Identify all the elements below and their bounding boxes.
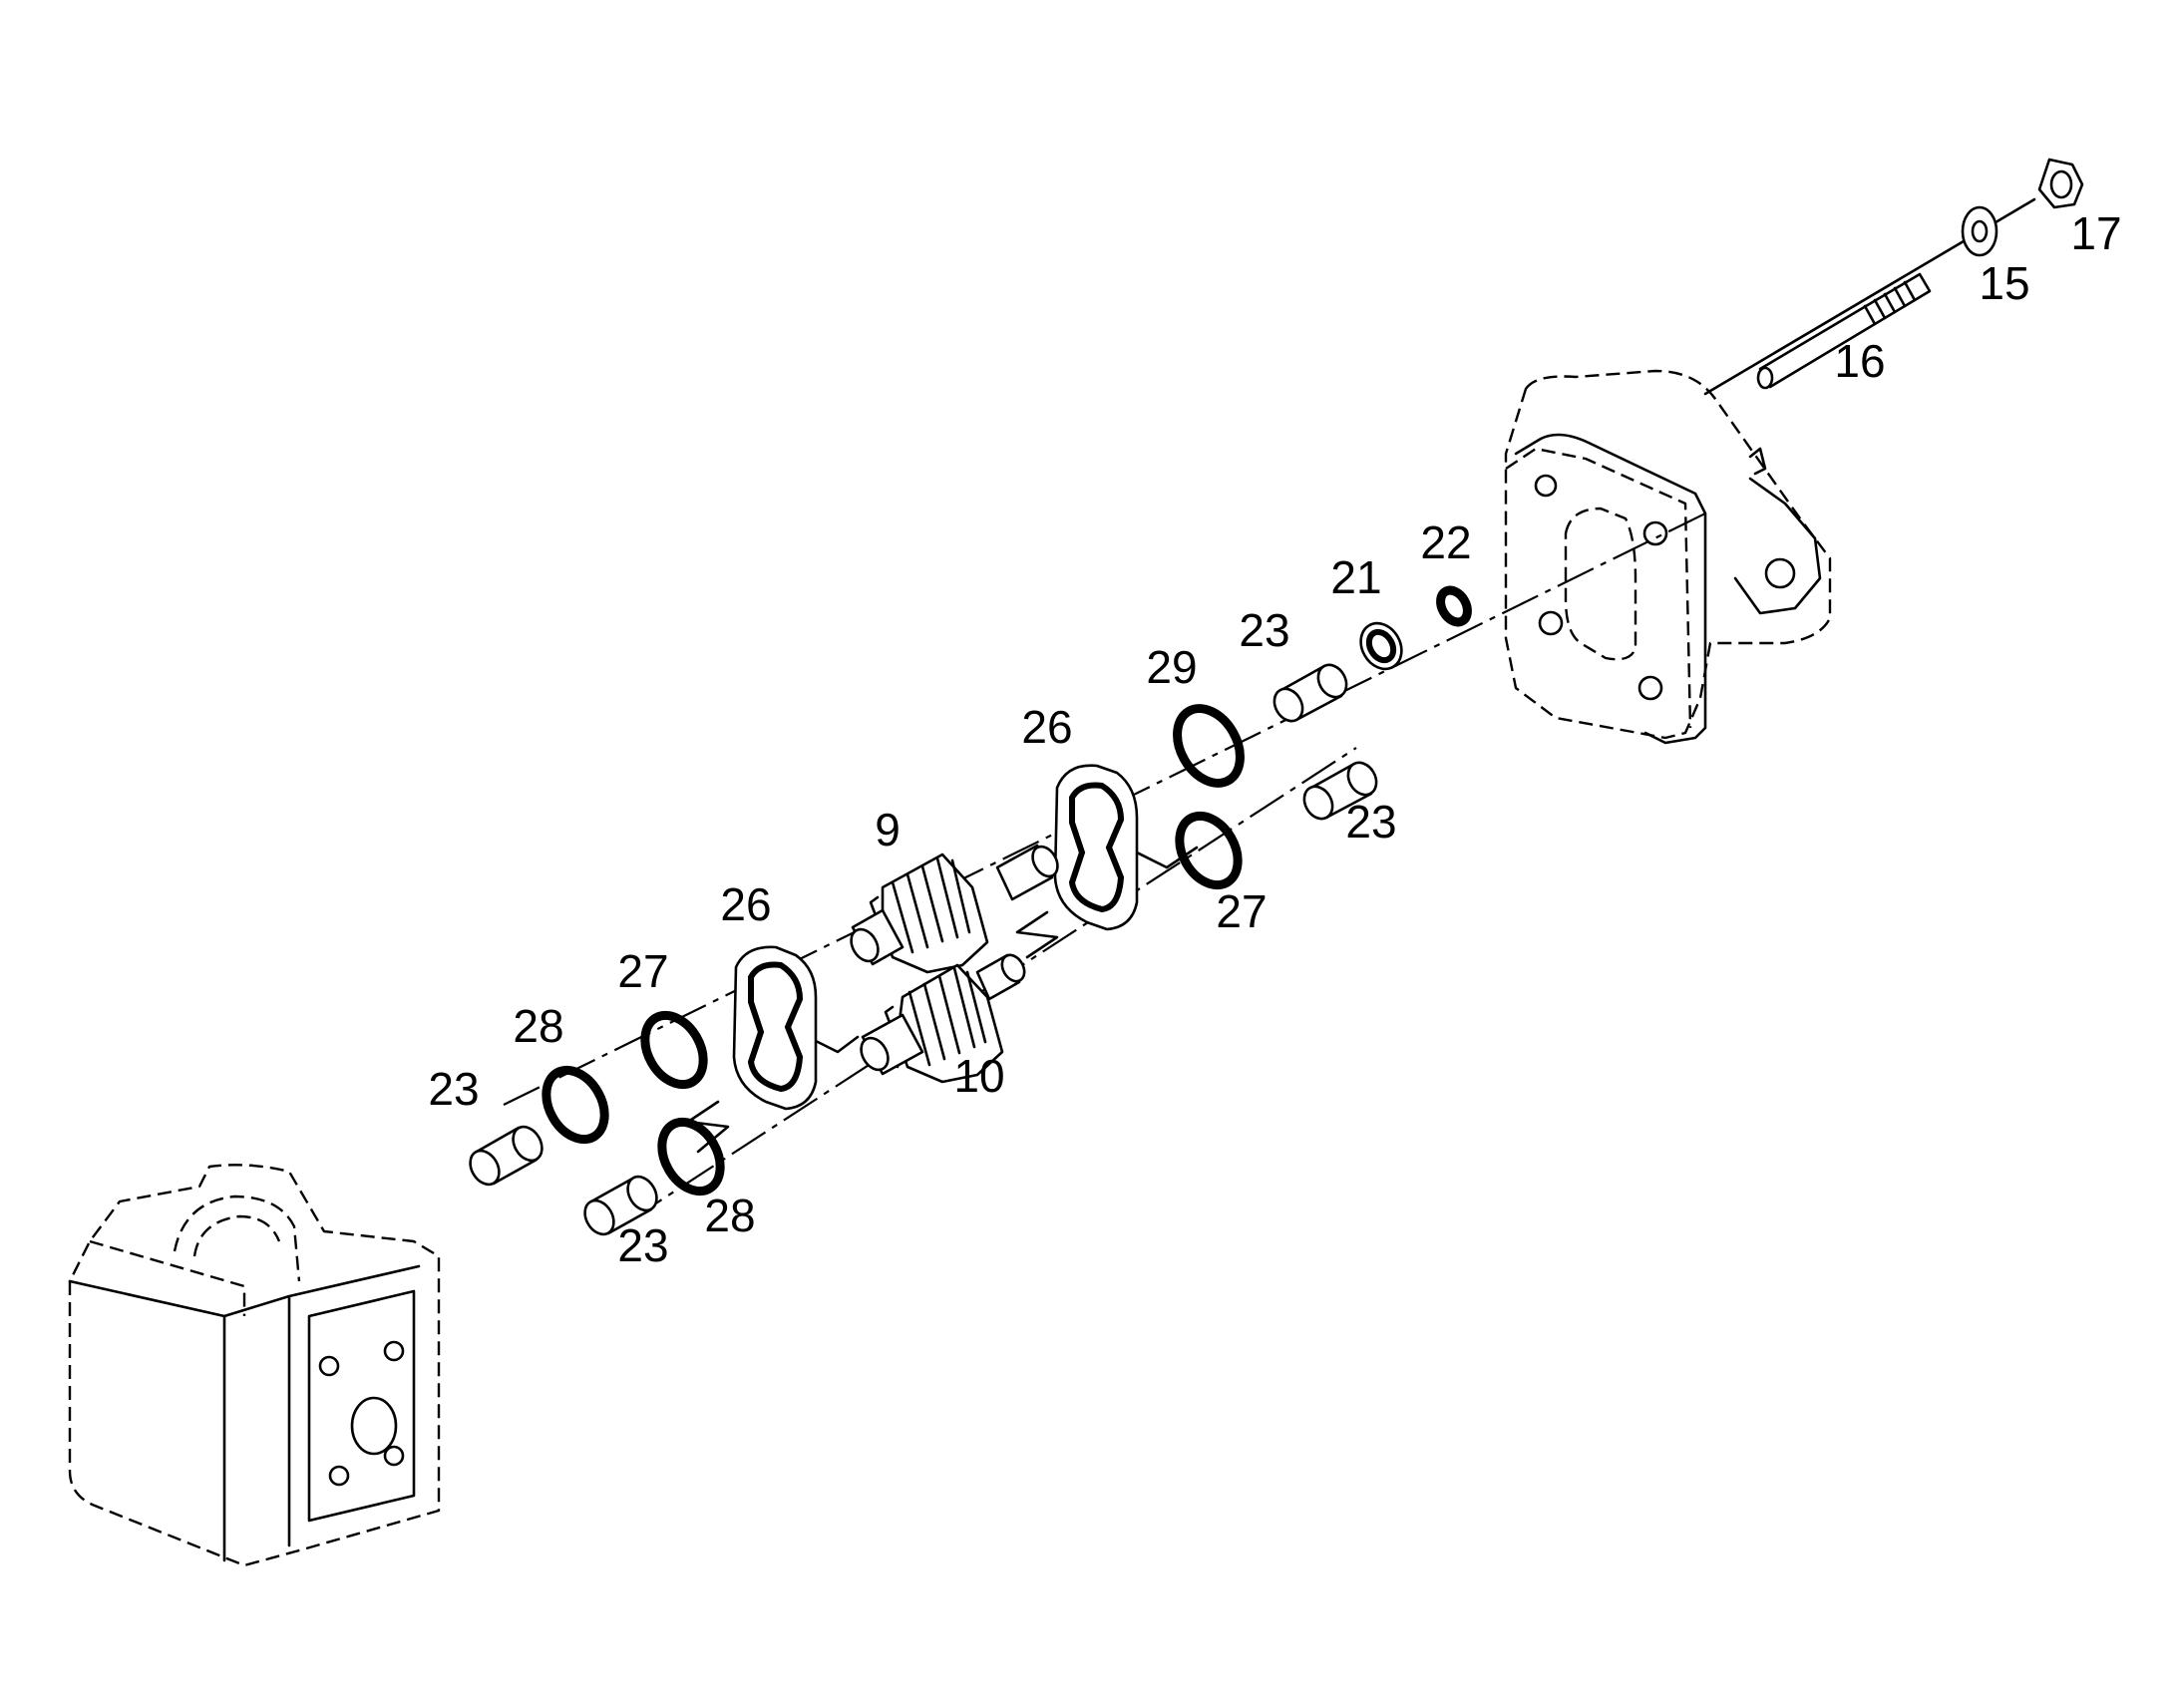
o-ring-27-left (640, 1010, 708, 1090)
bushing-23-lower-left (583, 1175, 658, 1236)
seal-plate-26-right (1053, 764, 1139, 931)
bushing-23-lower-right (1302, 761, 1378, 821)
drive-gear-9 (850, 844, 1059, 974)
washer (1961, 205, 1998, 257)
label-part-17: 17 (2070, 207, 2121, 259)
label-part-23: 23 (1239, 604, 1289, 656)
label-part-21: 21 (1330, 551, 1381, 603)
driven-gear-10 (860, 953, 1026, 1084)
label-part-23: 23 (428, 1063, 479, 1115)
backup-ring-21 (1359, 621, 1403, 671)
label-part-27: 27 (1216, 885, 1267, 937)
o-ring-28-lower (657, 1117, 725, 1196)
label-part-23: 23 (617, 1219, 668, 1271)
seal-plate-26-left (732, 945, 818, 1111)
bushing-23-upper-left (469, 1125, 544, 1187)
hex-nut (2037, 158, 2084, 209)
label-part-28: 28 (704, 1190, 755, 1241)
callout-labels: 17 15 16 22 21 23 29 26 23 27 9 26 10 27… (428, 207, 2121, 1271)
label-part-9: 9 (875, 804, 901, 855)
label-part-26: 26 (720, 878, 771, 930)
stud-bolt (1756, 272, 1932, 390)
o-ring-29 (1173, 704, 1245, 788)
label-part-10: 10 (953, 1050, 1004, 1102)
label-part-28: 28 (513, 1000, 563, 1052)
label-part-15: 15 (1979, 257, 2029, 309)
o-ring-28-upper (542, 1065, 609, 1145)
seal-ring-22 (1436, 585, 1472, 627)
label-part-29: 29 (1146, 641, 1197, 693)
bushing-23-upper-right (1272, 663, 1348, 723)
o-ring-27-right (1175, 811, 1243, 890)
label-part-16: 16 (1834, 335, 1885, 387)
label-part-22: 22 (1420, 516, 1471, 568)
label-part-27: 27 (617, 945, 668, 997)
label-part-23: 23 (1345, 796, 1396, 848)
front-flange-cover (1504, 369, 1832, 745)
pump-body-housing (68, 1164, 441, 1567)
label-part-26: 26 (1021, 701, 1072, 753)
